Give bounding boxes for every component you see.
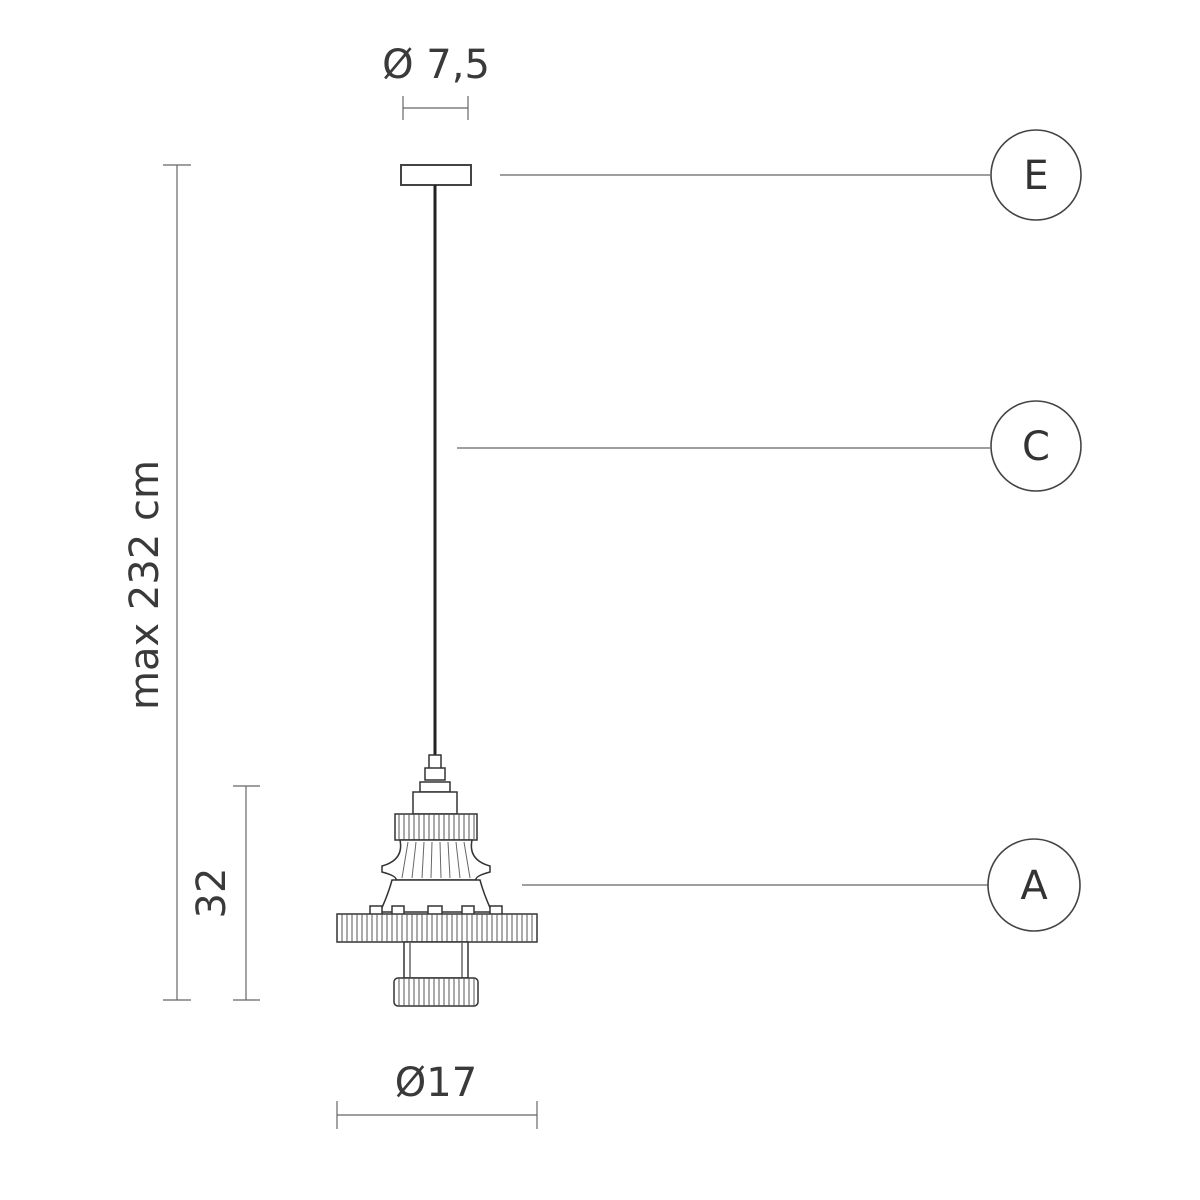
- body-height-label: 32: [189, 868, 235, 919]
- lamp-body: [336, 754, 538, 1007]
- callout-c: C: [457, 400, 1082, 492]
- body-diameter-label: Ø17: [395, 1060, 477, 1106]
- callout-a: A: [522, 838, 1081, 932]
- body-height-dimension: 32: [189, 785, 260, 1001]
- body-diameter-dimension: Ø17: [336, 1060, 538, 1129]
- max-height-label: max 232 cm: [122, 460, 168, 710]
- callout-e: E: [500, 129, 1082, 221]
- callout-c-label: C: [1022, 424, 1050, 470]
- canopy-diameter-dimension: Ø 7,5: [382, 42, 490, 120]
- callout-e-label: E: [1023, 153, 1048, 199]
- canopy-diameter-label: Ø 7,5: [382, 42, 490, 88]
- max-height-dimension: max 232 cm: [122, 164, 191, 1001]
- callout-a-label: A: [1020, 863, 1048, 909]
- canopy: [400, 164, 472, 186]
